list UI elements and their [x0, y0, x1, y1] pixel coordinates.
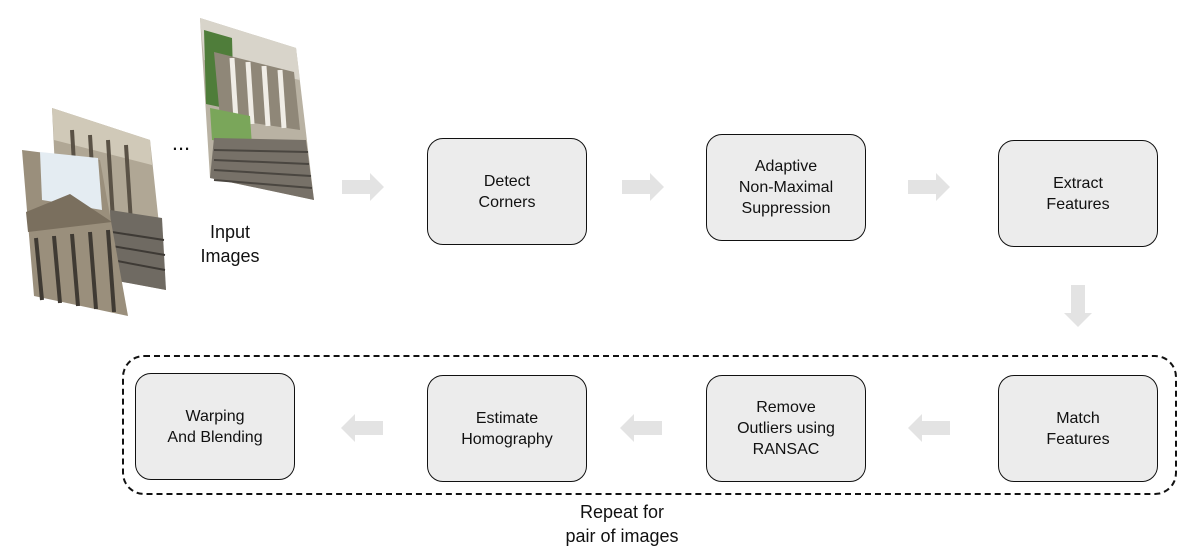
extract-features-box: Extract Features — [998, 140, 1158, 247]
warping-blending-box: Warping And Blending — [135, 373, 295, 480]
repeat-loop-boundary — [122, 355, 1177, 495]
arrow-ransac-to-homography — [620, 414, 662, 442]
input-image-3 — [200, 18, 314, 200]
arrow-extract-to-match — [1064, 285, 1092, 327]
arrow-detect-to-anms — [622, 173, 664, 201]
detect-corners-box: Detect Corners — [427, 138, 587, 245]
repeat-loop-label: Repeat for pair of images — [565, 502, 679, 546]
estimate-homography-box: Estimate Homography — [427, 375, 587, 482]
input-image-1 — [22, 150, 128, 316]
arrow-input-to-detect — [342, 173, 384, 201]
arrow-homography-to-warping — [341, 414, 383, 442]
input-images-label: Input Images — [200, 222, 260, 266]
ellipsis: ... — [171, 130, 191, 155]
arrow-anms-to-extract — [908, 173, 950, 201]
ransac-box: Remove Outliers using RANSAC — [706, 375, 866, 482]
match-features-box: Match Features — [998, 375, 1158, 482]
arrow-match-to-ransac — [908, 414, 950, 442]
flow-arrows — [341, 173, 1092, 442]
anms-box: Adaptive Non-Maximal Suppression — [706, 134, 866, 241]
